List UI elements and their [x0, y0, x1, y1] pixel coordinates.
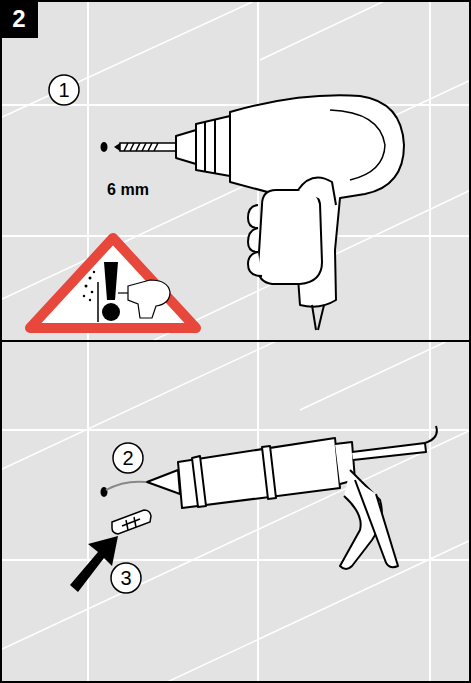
callout-number: 1: [58, 80, 69, 100]
wall-plug: [112, 510, 151, 534]
step-box: [0, 0, 38, 38]
callout-circle: [113, 443, 143, 473]
callout-circle: [49, 75, 79, 105]
drill-bit: [114, 143, 176, 151]
panel-divider: [0, 340, 471, 342]
tile-wall: [2, 342, 469, 681]
dimension-label: 6 mm: [107, 182, 149, 198]
power-drill: [176, 95, 404, 330]
callout-number: 2: [122, 448, 133, 468]
drill-hole: [101, 487, 108, 497]
drill-hole: [101, 142, 108, 152]
callout-number: 3: [120, 568, 131, 588]
callout-circle: [111, 563, 141, 593]
adhesive-bead: [106, 482, 146, 490]
step-number: 2: [12, 7, 25, 31]
tile-wall: [2, 2, 469, 340]
caulking-gun: [147, 426, 437, 569]
push-arrow: [70, 536, 118, 592]
warning-triangle: [30, 238, 196, 328]
